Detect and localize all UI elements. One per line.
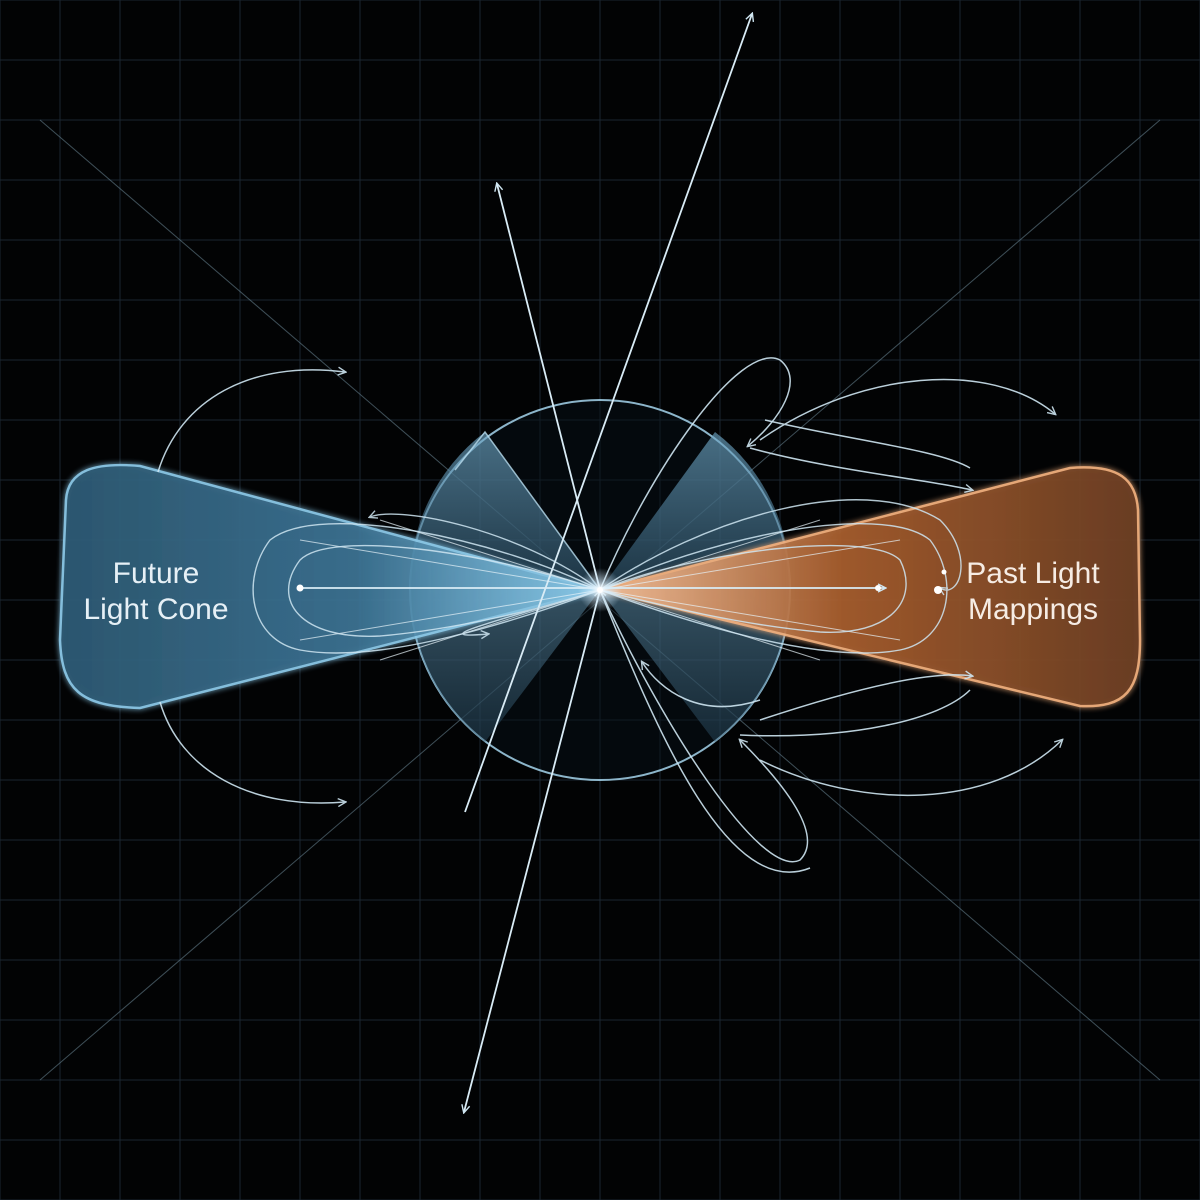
lower-ray — [464, 589, 601, 1112]
future-light-cone — [58, 463, 605, 710]
outer-arcs — [157, 370, 1062, 803]
future-label-line-1: Future — [112, 557, 200, 590]
past-light-cone — [599, 466, 1142, 708]
steep-axis — [497, 184, 601, 591]
crossing-loops — [599, 357, 811, 873]
past-light-mappings-label: Past Light Mappings — [950, 556, 1116, 628]
inner-loops — [252, 499, 962, 654]
future-light-cone-label: Future Light Cone — [68, 556, 244, 628]
origin-point — [597, 587, 603, 593]
time-axis — [464, 14, 752, 813]
past-label-line-2: Mappings — [967, 593, 1099, 626]
past-label-line-1: Past Light — [966, 557, 1100, 590]
nodes — [296, 569, 947, 594]
future-label-line-2: Light Cone — [83, 593, 229, 626]
